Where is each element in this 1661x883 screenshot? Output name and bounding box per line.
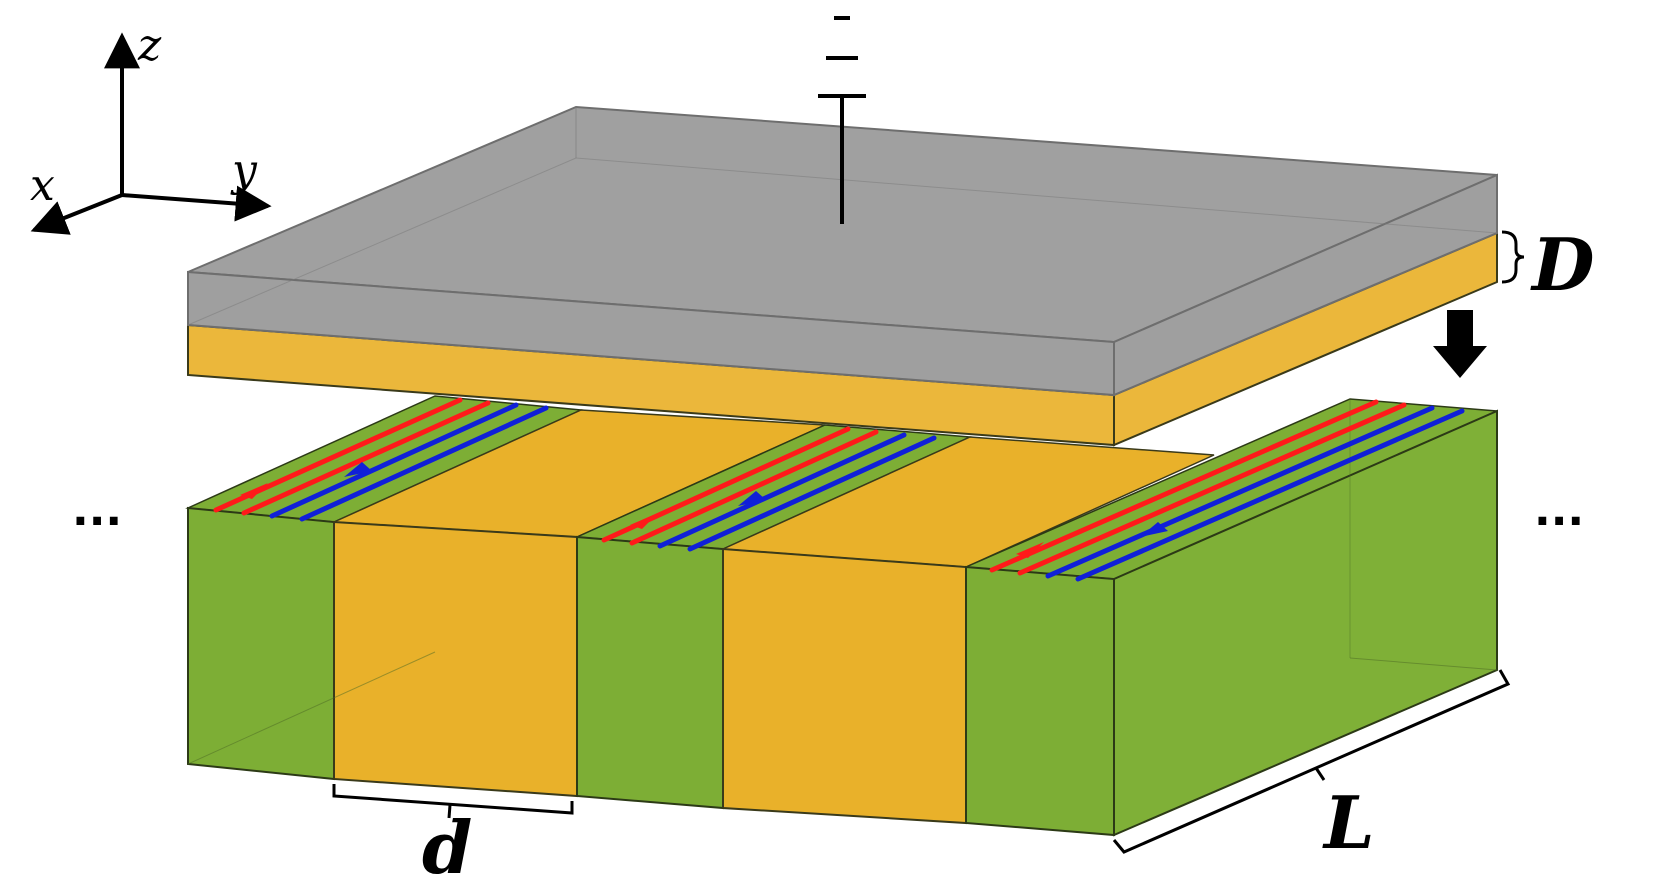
coordinate-axes: z y x: [30, 20, 272, 235]
hidden-edge: [187, 157, 577, 326]
blue-channel-line: [687, 435, 937, 552]
dimension-d: d: [332, 784, 574, 883]
x-axis-label: x: [30, 160, 55, 211]
z-axis-label: z: [137, 20, 162, 71]
blue-channel-line: [299, 405, 549, 522]
d-bracket: [332, 784, 574, 815]
top-plate: [187, 105, 1498, 447]
d-label: d: [422, 805, 472, 883]
red-channel-line: [1017, 402, 1407, 576]
stripe-front-orange-2: [722, 547, 967, 825]
dimension-D: D: [1501, 222, 1594, 307]
channel-arrow-icon: [240, 483, 268, 499]
hidden-edge: [187, 651, 436, 765]
hidden-edge: [1349, 657, 1498, 671]
edge-channels: [213, 397, 1465, 582]
dimension-L: L: [1112, 669, 1511, 865]
y-axis-line: [121, 185, 272, 222]
stripe-front-green-2: [576, 535, 724, 810]
channel-arrow-icon: [630, 513, 658, 529]
L-label: L: [1322, 780, 1375, 865]
D-brace: [1501, 230, 1525, 284]
channel-arrow-icon: [1140, 522, 1168, 537]
ellipsis-left: ...: [72, 485, 122, 536]
blue-channel-line: [657, 432, 907, 549]
ground-symbol-icon: [818, 16, 866, 224]
x-axis-line: [30, 193, 123, 235]
blue-channel-line: [1075, 408, 1465, 582]
hidden-edge: [575, 157, 1498, 234]
red-channel-line: [241, 400, 491, 516]
channel-arrow-icon: [738, 491, 766, 506]
channel-arrow-icon: [344, 462, 372, 477]
bottom-striped-block: [185, 395, 1498, 837]
blue-channel-line: [269, 402, 519, 519]
y-axis-label: y: [230, 145, 258, 196]
channel-arrow-icon: [1016, 542, 1044, 558]
stripe-front-green-1: [187, 506, 335, 781]
stripe-front-green-3: [965, 565, 1115, 837]
D-label: D: [1530, 222, 1594, 307]
down-arrow-icon: [1433, 310, 1487, 378]
ellipsis-right: ...: [1534, 485, 1584, 536]
blue-channel-line: [1045, 405, 1435, 579]
red-channel-line: [629, 429, 879, 546]
stripe-front-orange-1: [333, 520, 578, 798]
red-channel-line: [989, 399, 1379, 573]
